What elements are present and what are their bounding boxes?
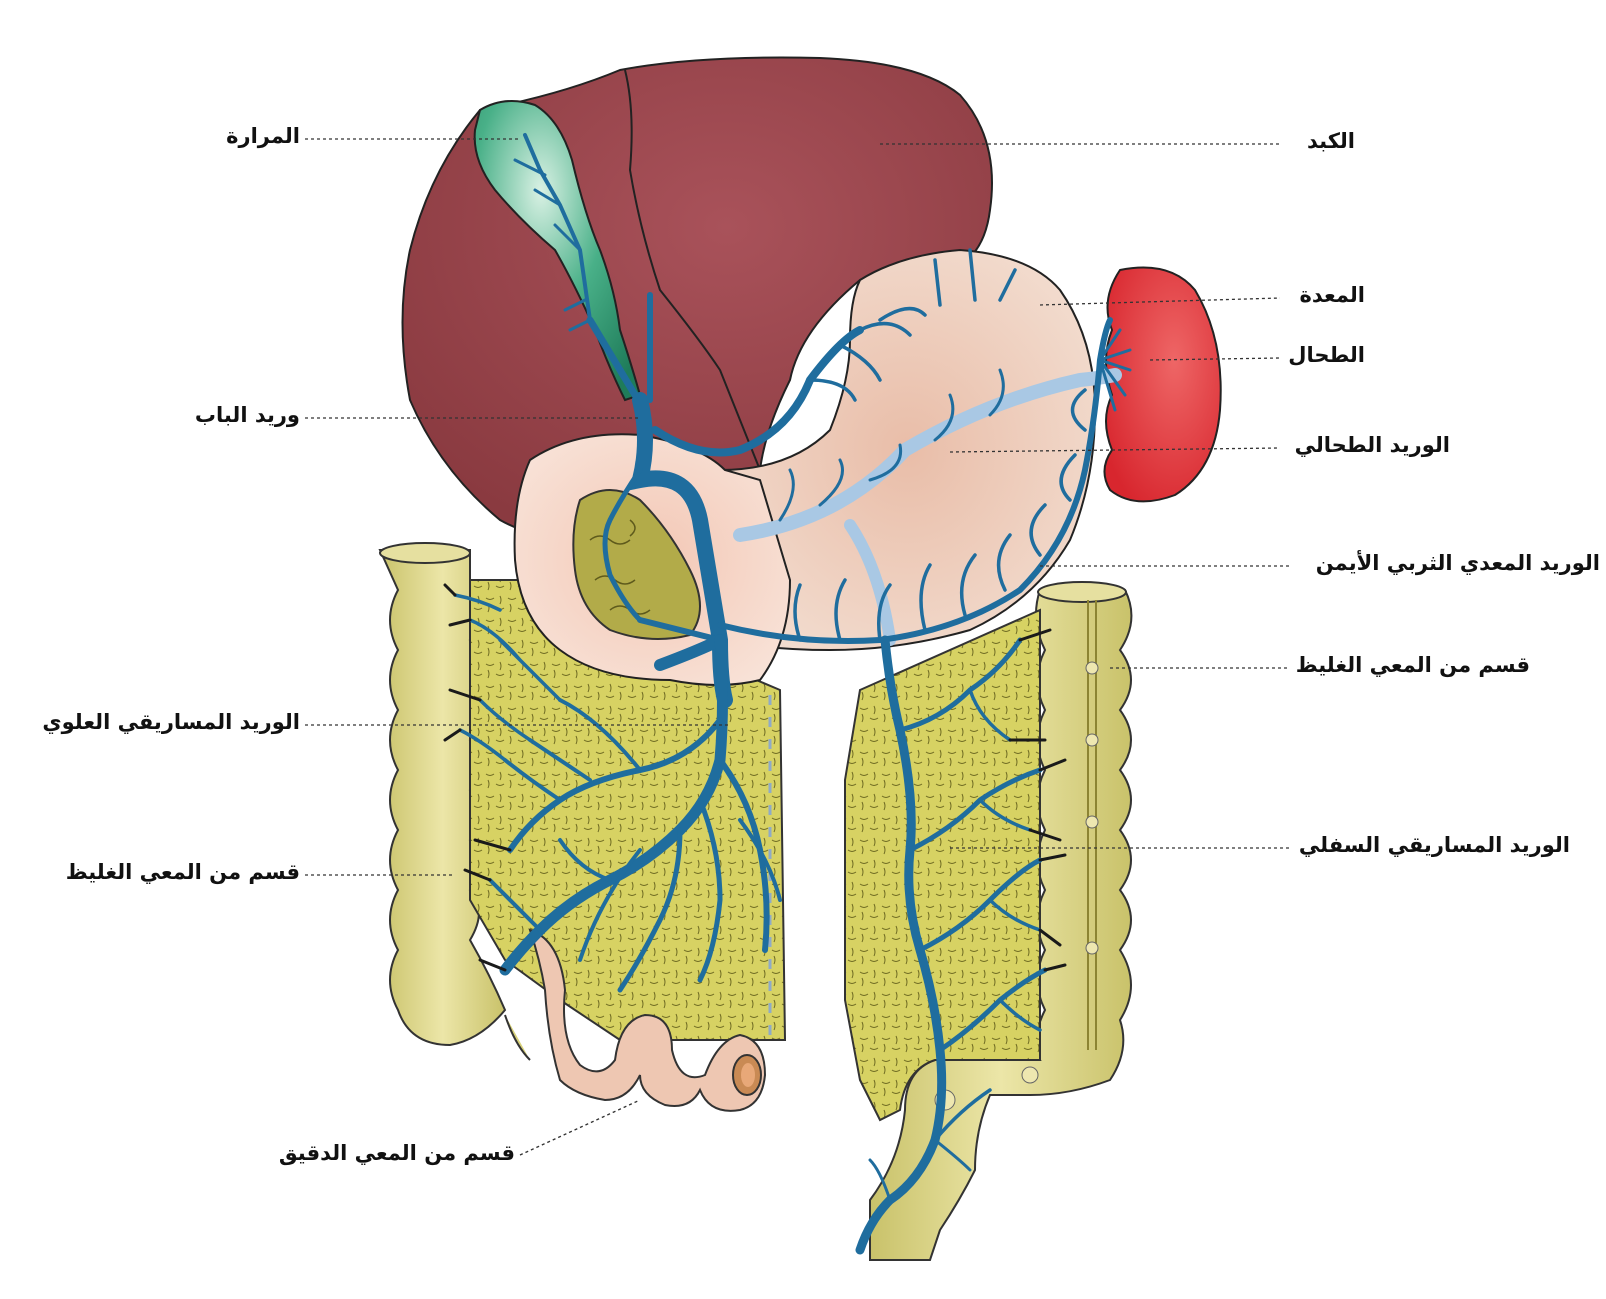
splenic-vein-light [733,368,1122,646]
label-portal-vein: وريد الباب [194,403,300,427]
label-inferior-mesenteric-vein: الوريد المساريقي السفلي [1298,833,1570,857]
label-spleen: الطحال [1288,343,1365,367]
label-superior-mesenteric-vein: الوريد المساريقي العلوي [42,710,300,734]
mesentery-right [844,608,1041,1122]
label-large-intestine-left: قسم من المعي الغليظ [65,860,300,884]
spleen-shape [1103,266,1222,503]
vein-network [443,133,1132,1255]
gallbladder-shape [473,100,642,402]
small-intestine-shape [528,928,767,1112]
label-right-gastroepiploic-vein: الوريد المعدي الثربي الأيمن [1315,551,1600,575]
label-liver: الكبد [1307,129,1355,153]
label-splenic-vein: الوريد الطحالي [1294,433,1450,457]
label-small-intestine: قسم من المعي الدقيق [278,1141,515,1165]
label-gallbladder: المرارة [226,124,300,148]
label-large-intestine-right: قسم من المعي الغليظ [1295,653,1530,677]
leader-lines [305,138,1290,1156]
label-stomach: المعدة [1299,283,1365,307]
